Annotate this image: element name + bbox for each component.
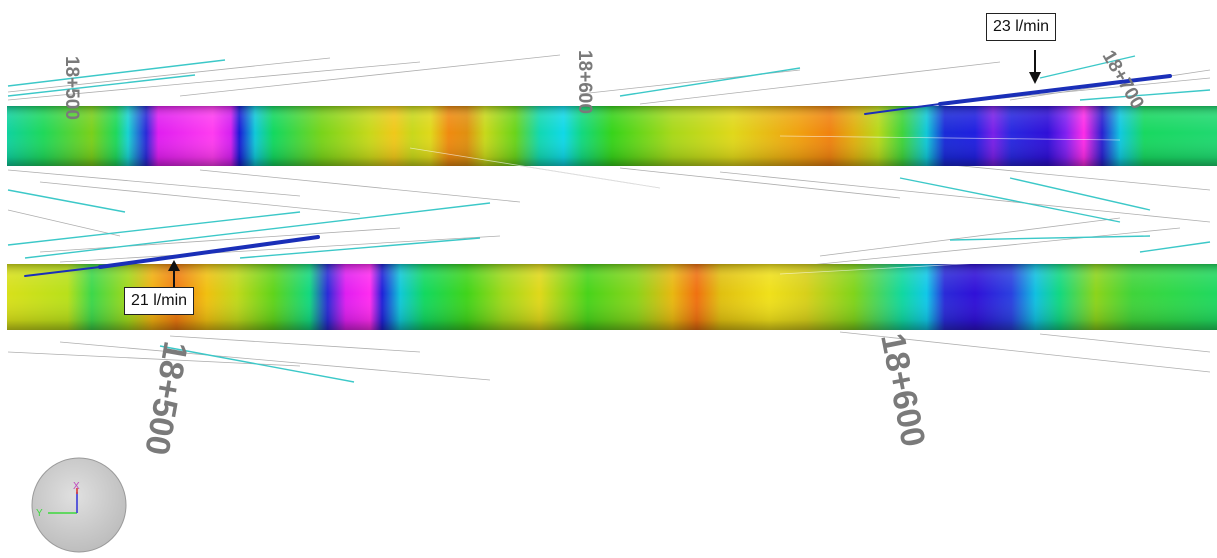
triad-x-label: X [73, 481, 80, 492]
overlay-lines [409, 135, 1121, 275]
triad-sphere [31, 457, 127, 553]
lower-tunnel [7, 264, 1217, 330]
chainage-lower-18600: 18+600 [873, 330, 932, 450]
axis-triad: X Y [31, 457, 127, 553]
upper-inflow-borehole [864, 103, 941, 115]
upper-inflow-callout: 23 l/min [986, 13, 1057, 41]
probe-hole-lines [7, 55, 1211, 383]
upper-arrow-head [1029, 72, 1041, 84]
upper-inflow-borehole-thick [938, 74, 1172, 106]
chainage-upper-18500: 18+500 [61, 56, 82, 120]
callout-arrows [168, 50, 1041, 287]
lower-inflow-borehole-thick [98, 235, 320, 269]
high-inflow-boreholes [24, 74, 1172, 277]
triad-y-label: Y [36, 508, 43, 519]
lower-inflow-borehole [24, 266, 101, 277]
lower-arrow-head [168, 260, 180, 271]
lower-inflow-callout: 21 l/min [124, 287, 195, 315]
chainage-upper-18600: 18+600 [574, 50, 595, 114]
upper-tunnel [7, 106, 1217, 166]
chainage-lower-18500: 18+500 [137, 339, 194, 458]
reference-lines [7, 54, 1211, 381]
